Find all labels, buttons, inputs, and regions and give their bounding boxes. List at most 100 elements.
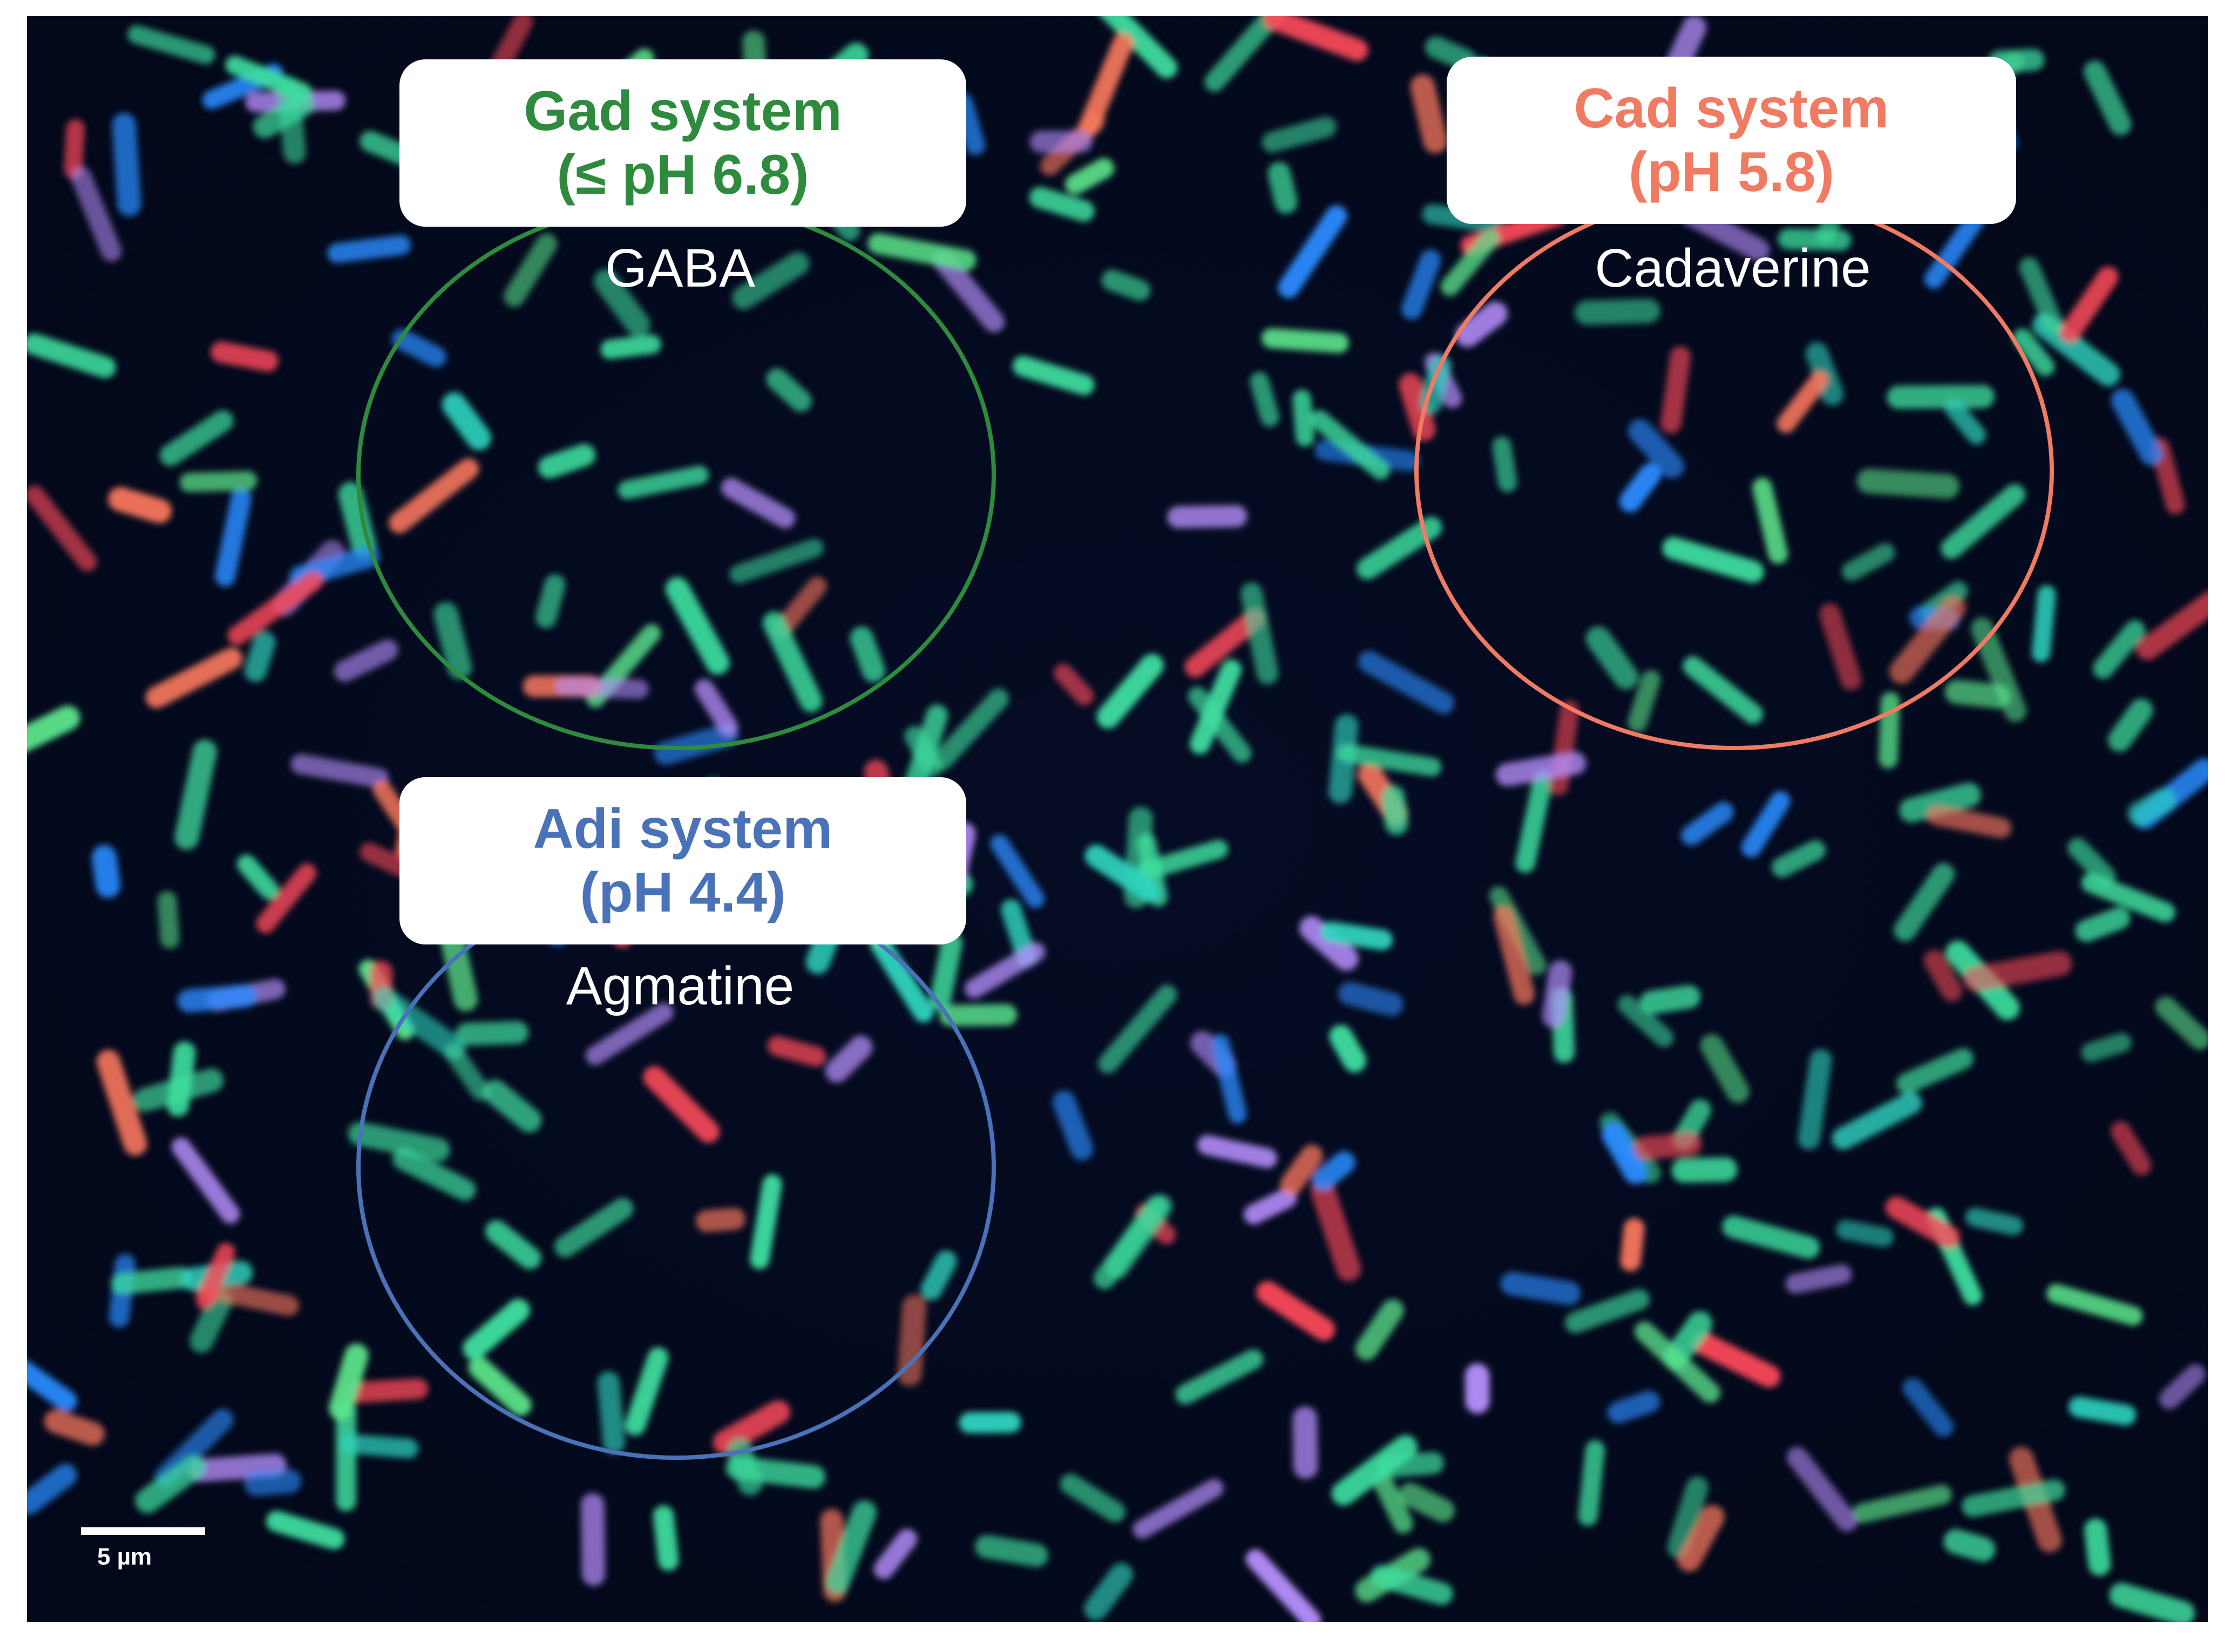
bacterium (1607, 1391, 1660, 1424)
bacterium (189, 1289, 233, 1353)
bacterium (903, 704, 948, 800)
bacterium (1681, 801, 1734, 846)
bacterium (1963, 951, 2072, 991)
bacterium (1962, 1479, 2065, 1517)
bacterium (939, 1004, 1018, 1026)
gad-system-condition: (≤ pH 6.8) (557, 144, 809, 206)
bacterium (1060, 1473, 1125, 1522)
bacterium (1373, 1472, 1413, 1534)
bacterium (653, 1505, 679, 1571)
bacterium (1692, 1332, 1781, 1388)
scale-bar-label: 5 µm (97, 1544, 152, 1570)
bacterium (1310, 1178, 1361, 1281)
bacterium (1926, 805, 2011, 838)
bacterium (825, 1500, 877, 1594)
bacterium (2081, 1032, 2132, 1062)
bacterium (1677, 1505, 1725, 1572)
bacterium (2019, 257, 2064, 335)
bacterium (177, 984, 257, 1012)
bacterium (1256, 1281, 1335, 1341)
bacterium (1101, 269, 1151, 301)
bacterium (1310, 410, 1391, 480)
bacterium (1245, 1549, 1321, 1622)
bacterium (1094, 1195, 1168, 1289)
bacterium (1250, 372, 1279, 427)
bacterium (1565, 1289, 1650, 1334)
bacterium (1381, 785, 1408, 835)
bacterium (1894, 863, 1955, 942)
bacterium (266, 1511, 345, 1549)
bacterium (340, 1434, 418, 1458)
bacterium (1620, 1218, 1645, 1272)
bacterium (1133, 1479, 1224, 1539)
bacterium (2081, 873, 2175, 923)
bacterium (1262, 117, 1337, 153)
cad-system-condition: (pH 5.8) (1628, 141, 1835, 203)
bacterium (227, 571, 323, 645)
bacterium (1358, 650, 1455, 714)
bacterium (1320, 921, 1393, 950)
bacterium (1633, 1132, 1702, 1160)
bacterium (1896, 1048, 1974, 1094)
bacterium (1639, 985, 1701, 1015)
bacterium (1029, 187, 1095, 222)
bacterium (327, 235, 411, 263)
bacterium (1267, 162, 1298, 214)
bacterium (965, 942, 1046, 998)
bacterium (2075, 907, 2131, 942)
bacterium (108, 487, 172, 524)
bacterium (96, 1050, 147, 1156)
bacterium (346, 1378, 429, 1403)
bacterium (1096, 654, 1164, 729)
bacterium (92, 845, 121, 898)
bacterium (1578, 1440, 1605, 1526)
bacterium (27, 485, 97, 572)
bacterium (2059, 266, 2119, 343)
bacterium (1263, 16, 1368, 62)
adi-product-label: Agmatine (566, 956, 795, 1016)
bacterium (1338, 982, 1403, 1016)
bacterium (1292, 1406, 1318, 1479)
bacterium (930, 932, 963, 1011)
bacterium (2155, 996, 2208, 1050)
bacterium (256, 864, 317, 934)
bacterium (2031, 585, 2056, 663)
bacterium (1197, 1134, 1277, 1168)
bacterium (1211, 1034, 1247, 1124)
bacterium (1899, 783, 1981, 822)
bacterium (1671, 1157, 1738, 1183)
gad-product-label: GABA (605, 238, 755, 298)
bacterium (1084, 845, 1161, 902)
bacterium (1244, 1187, 1297, 1225)
bacterium (1190, 660, 1242, 754)
bacterium (27, 333, 116, 378)
cad-system-label: Cad system (pH 5.8) (1447, 57, 2016, 224)
bacterium (1787, 1446, 1857, 1532)
bacterium (2013, 328, 2055, 376)
bacterium (959, 1412, 1021, 1433)
bacterium (159, 410, 234, 466)
bacterium (1515, 769, 1553, 873)
bacterium (329, 1343, 369, 1420)
bacterium (174, 739, 217, 850)
bacterium (1355, 1299, 1404, 1361)
bacterium (1329, 1024, 1367, 1072)
bacterium (1798, 1049, 1832, 1150)
cad-system-name: Cad system (1574, 77, 1889, 140)
bacterium (1493, 905, 1535, 1005)
bacterium (1832, 1091, 1922, 1150)
cad-product-label: Cadaverine (1595, 238, 1871, 298)
bacterium (1312, 1151, 1355, 1191)
bacterium (1902, 1378, 1954, 1437)
bacterium (873, 1528, 918, 1579)
bacterium (2067, 838, 2116, 887)
bacterium (2084, 60, 2132, 135)
bacterium (1741, 791, 1791, 858)
bacterium (214, 488, 252, 587)
bacterium (1054, 663, 1094, 706)
bacterium (1013, 356, 1095, 396)
adi-system-condition: (pH 4.4) (580, 861, 786, 924)
scale-bar (81, 1527, 205, 1535)
bacterium (1331, 1435, 1418, 1506)
bacterium (1098, 984, 1177, 1073)
